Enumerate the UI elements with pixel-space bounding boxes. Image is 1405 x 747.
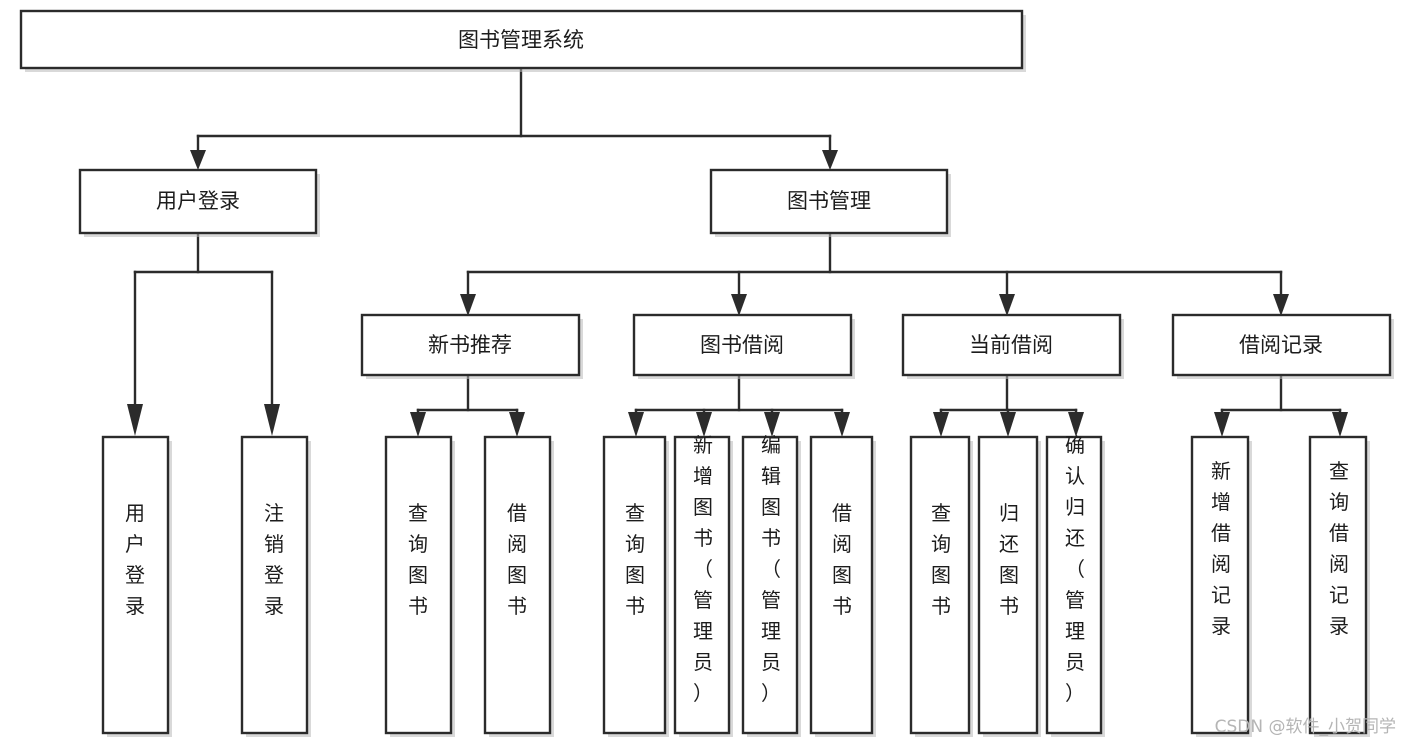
leaf-borrow-record-2-label: 查询借阅记录 (1329, 459, 1349, 638)
watermark-label: CSDN @软件_小贺同学 (1215, 717, 1396, 737)
arrow-to-current-borrow (999, 294, 1015, 316)
arrow-borrow-record-leaf-2 (1332, 412, 1348, 437)
arrow-borrow-record-leaf-1 (1214, 412, 1230, 437)
node-new-book-recommend-box[interactable] (360, 313, 581, 377)
leaf-current-borrow-2[interactable]: 归还图书 (977, 435, 1041, 737)
node-current-borrow-box[interactable] (901, 313, 1122, 377)
connector-layer (127, 66, 1348, 437)
node-user-login-box[interactable] (78, 168, 318, 235)
arrow-user-login-leaf-2 (264, 404, 280, 436)
leaf-borrow-record-2-box[interactable] (1308, 435, 1368, 735)
node-book-borrow-label: 图书借阅 (700, 333, 784, 357)
arrow-current-borrow-leaf-1 (933, 412, 949, 437)
leaf-book-borrow-4-label: 借阅图书 (832, 501, 852, 618)
leaf-user-login-2-box[interactable] (240, 435, 309, 735)
leaf-book-borrow-1-box[interactable] (602, 435, 667, 735)
node-user-login[interactable]: 用户登录 (78, 168, 320, 237)
leaf-borrow-record-1-label: 新增借阅记录 (1211, 459, 1231, 638)
leaf-borrow-record-1-box[interactable] (1190, 435, 1250, 735)
arrow-root-to-book-manage (822, 150, 838, 170)
leaf-borrow-record-1[interactable]: 新增借阅记录 (1190, 435, 1252, 737)
leaf-book-borrow-3-label: 编辑图书（管理员） (761, 433, 781, 705)
leaf-book-borrow-3-box[interactable] (741, 435, 799, 735)
leaf-book-borrow-2-label: 新增图书（管理员） (693, 433, 713, 705)
arrow-to-book-borrow (731, 294, 747, 316)
leaf-book-borrow-3[interactable]: 编辑图书（管理员） (741, 433, 801, 737)
node-root-label: 图书管理系统 (458, 28, 584, 52)
leaf-current-borrow-3-label: 确认归还（管理员） (1065, 433, 1085, 705)
arrow-book-borrow-leaf-1 (628, 412, 644, 437)
arrow-current-borrow-leaf-3 (1068, 412, 1084, 437)
node-book-manage-box[interactable] (709, 168, 949, 235)
leaf-new-book-2[interactable]: 借阅图书 (483, 435, 554, 737)
leaf-new-book-2-box[interactable] (483, 435, 552, 735)
leaf-user-login-2[interactable]: 注销登录 (240, 435, 311, 737)
node-borrow-record[interactable]: 借阅记录 (1171, 313, 1394, 379)
leaf-new-book-2-label: 借阅图书 (507, 501, 527, 618)
node-new-book-recommend-label: 新书推荐 (428, 333, 512, 357)
node-root[interactable]: 图书管理系统 (19, 9, 1026, 72)
node-borrow-record-box[interactable] (1171, 313, 1392, 377)
node-book-borrow[interactable]: 图书借阅 (632, 313, 855, 379)
node-current-borrow-label: 当前借阅 (969, 333, 1053, 357)
node-root-box[interactable] (19, 9, 1024, 70)
leaf-new-book-1[interactable]: 查询图书 (384, 435, 455, 737)
leaf-current-borrow-1[interactable]: 查询图书 (909, 435, 973, 737)
arrow-user-login-leaf-1 (127, 404, 143, 436)
leaf-borrow-record-2[interactable]: 查询借阅记录 (1308, 435, 1370, 737)
leaf-current-borrow-3[interactable]: 确认归还（管理员） (1045, 433, 1105, 737)
node-user-login-label: 用户登录 (156, 189, 240, 213)
leaf-current-borrow-2-label: 归还图书 (999, 501, 1019, 618)
node-book-borrow-box[interactable] (632, 313, 853, 377)
arrow-to-borrow-record (1273, 294, 1289, 316)
arrow-book-borrow-leaf-4 (834, 412, 850, 437)
node-borrow-record-label: 借阅记录 (1239, 333, 1323, 357)
arrow-to-new-book (460, 294, 476, 316)
leaf-book-borrow-1[interactable]: 查询图书 (602, 435, 669, 737)
leaf-current-borrow-2-box[interactable] (977, 435, 1039, 735)
arrow-root-to-user-login (190, 150, 206, 170)
node-current-borrow[interactable]: 当前借阅 (901, 313, 1124, 379)
leaf-user-login-1[interactable]: 用户登录 (101, 435, 172, 737)
leaf-current-borrow-1-label: 查询图书 (931, 501, 951, 618)
node-book-manage-label: 图书管理 (787, 189, 871, 213)
arrow-new-book-leaf-1 (410, 412, 426, 437)
leaf-new-book-1-label: 查询图书 (408, 501, 428, 618)
leaf-book-borrow-2-box[interactable] (673, 435, 731, 735)
arrow-book-borrow-leaf-3 (764, 412, 780, 437)
leaf-user-login-1-box[interactable] (101, 435, 170, 735)
node-book-manage[interactable]: 图书管理 (709, 168, 951, 237)
node-new-book-recommend[interactable]: 新书推荐 (360, 313, 583, 379)
arrow-new-book-leaf-2 (509, 412, 525, 437)
arrow-book-borrow-leaf-2 (696, 412, 712, 437)
arrow-current-borrow-leaf-2 (1000, 412, 1016, 437)
leaf-current-borrow-1-box[interactable] (909, 435, 971, 735)
leaf-user-login-2-label: 注销登录 (264, 501, 284, 618)
leaf-book-borrow-4[interactable]: 借阅图书 (809, 435, 876, 737)
leaf-current-borrow-3-box[interactable] (1045, 435, 1103, 735)
leaf-user-login-1-label: 用户登录 (125, 501, 145, 618)
leaf-new-book-1-box[interactable] (384, 435, 453, 735)
leaf-book-borrow-2[interactable]: 新增图书（管理员） (673, 433, 733, 737)
leaf-book-borrow-1-label: 查询图书 (625, 501, 645, 618)
leaf-book-borrow-4-box[interactable] (809, 435, 874, 735)
